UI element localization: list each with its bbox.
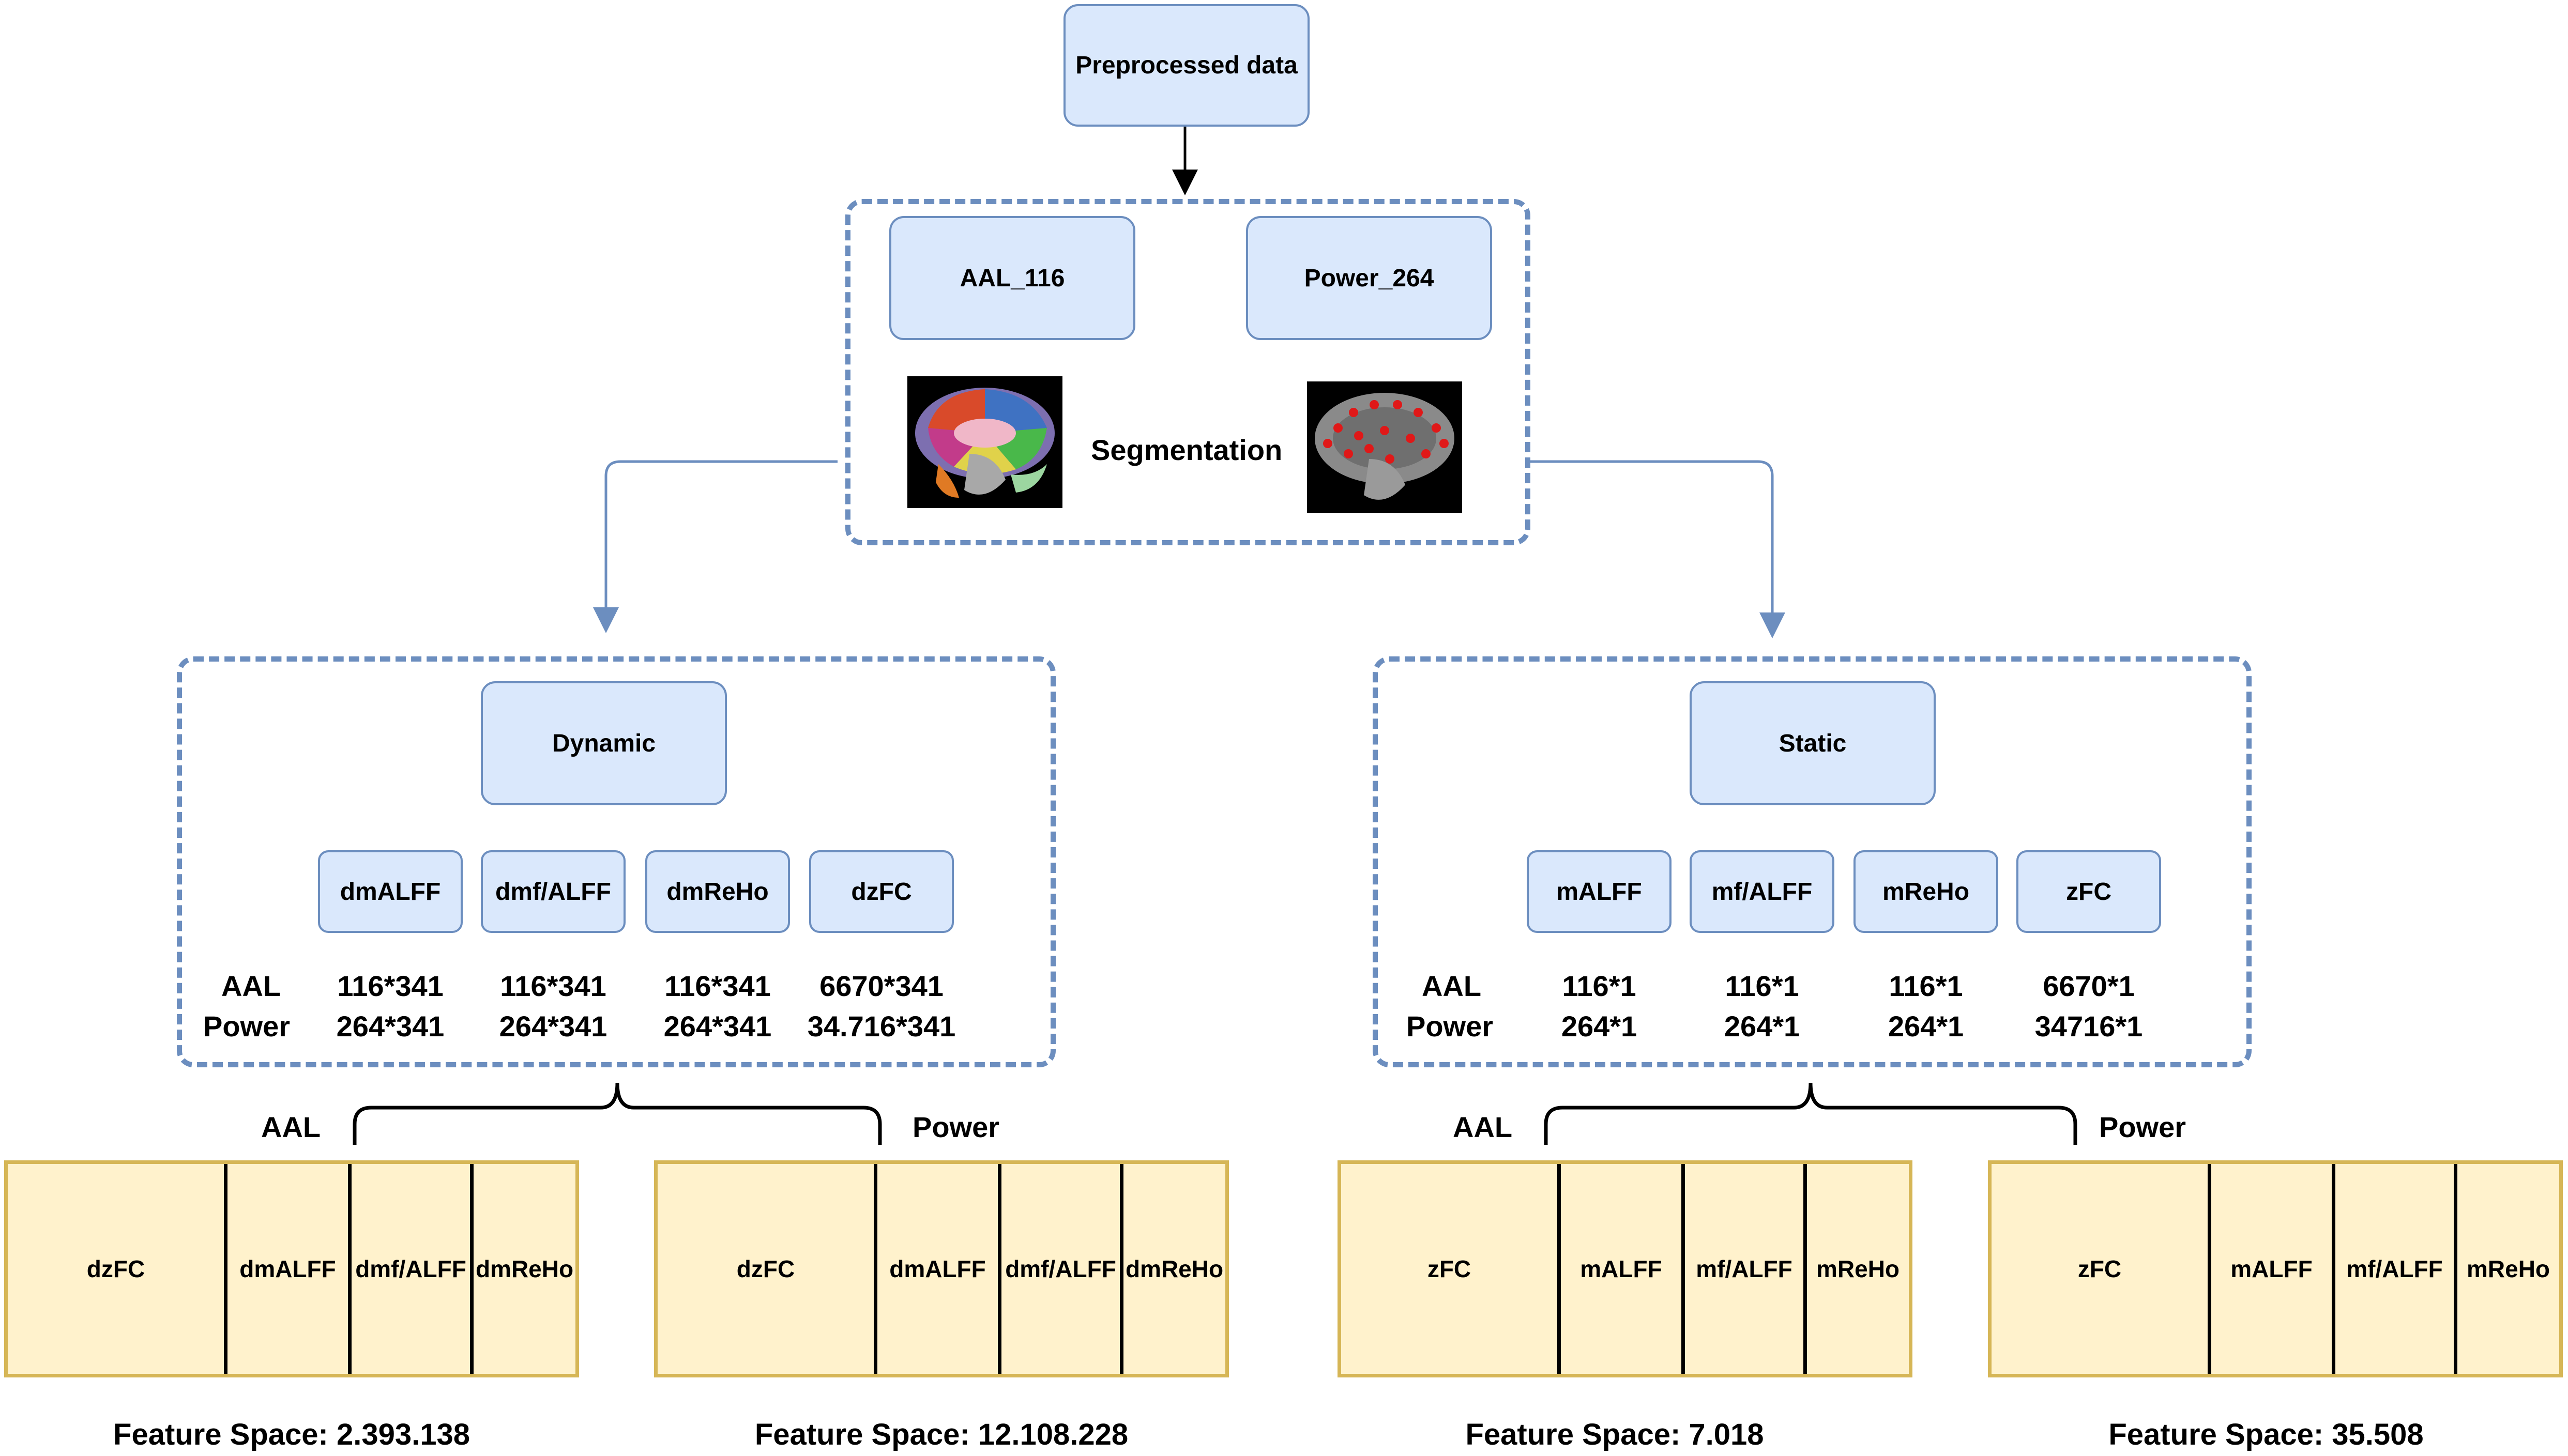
feature-cell: mReHo: [2454, 1164, 2559, 1374]
dynamic-group: [177, 656, 1056, 1067]
dmreho-label: dmReHo: [666, 878, 769, 906]
static-aal-dim: 6670*1: [2043, 970, 2135, 1002]
feature-cell: mf/ALFF: [1681, 1164, 1803, 1374]
dzfc-node: dzFC: [809, 850, 954, 933]
mf-alff-label: mf/ALFF: [1711, 878, 1813, 906]
feature-cell: dmALFF: [874, 1164, 998, 1374]
feature-cell: dzFC: [86, 1255, 145, 1282]
brace-static: [1544, 1082, 2077, 1145]
dynamic-node: Dynamic: [481, 681, 727, 805]
preprocessed-data-label: Preprocessed data: [1075, 52, 1298, 79]
aal-brain-image: [907, 376, 1062, 508]
feature-cell: mALFF: [2208, 1164, 2332, 1374]
power-brain-image: [1307, 381, 1462, 513]
mreho-label: mReHo: [1882, 878, 1970, 906]
aal-116-node: AAL_116: [889, 216, 1135, 340]
feature-cell: dmALFF: [224, 1164, 348, 1374]
feature-cell: zFC: [1427, 1255, 1471, 1282]
atlas-group: [845, 199, 1530, 545]
static-aal-dim: 116*1: [1889, 970, 1963, 1002]
static-aal-row-label: AAL: [1422, 970, 1482, 1002]
preprocessed-data-node: Preprocessed data: [1063, 4, 1310, 127]
feature-cell: dzFC: [736, 1255, 795, 1282]
dynamic-power-row-label: Power: [203, 1010, 291, 1043]
static-aal-dim: 116*1: [1562, 970, 1636, 1002]
dynamic-aal-row-label: AAL: [221, 970, 281, 1002]
dmalff-label: dmALFF: [340, 878, 441, 906]
feature-space-block: dzFC dmALFF dmf/ALFF dmReHo: [4, 1160, 579, 1377]
dmreho-node: dmReHo: [645, 850, 790, 933]
arrow-atlas-to-static: [1530, 460, 1785, 638]
static-power-dim: 34716*1: [2034, 1010, 2143, 1043]
feature-space-block: zFC mALFF mf/ALFF mReHo: [1988, 1160, 2563, 1377]
feature-space-caption: Feature Space: 12.108.228: [754, 1418, 1129, 1451]
dmf-alff-label: dmf/ALFF: [495, 878, 611, 906]
feature-cell: mReHo: [1803, 1164, 1909, 1374]
power-264-node: Power_264: [1246, 216, 1492, 340]
brace-label-dynamic-aal: AAL: [261, 1111, 321, 1143]
feature-cell: dmf/ALFF: [348, 1164, 470, 1374]
static-power-dim: 264*1: [1888, 1010, 1964, 1043]
dynamic-power-dim: 34.716*341: [807, 1010, 956, 1043]
dynamic-aal-dim: 116*341: [664, 970, 771, 1002]
dynamic-power-dim: 264*341: [336, 1010, 445, 1043]
feature-space-caption: Feature Space: 35.508: [2108, 1418, 2424, 1451]
brace-label-static-power: Power: [2099, 1111, 2186, 1143]
dmalff-node: dmALFF: [318, 850, 463, 933]
feature-cell: dmf/ALFF: [998, 1164, 1120, 1374]
dynamic-aal-dim: 116*341: [500, 970, 606, 1002]
feature-space-block: zFC mALFF mf/ALFF mReHo: [1338, 1160, 1912, 1377]
static-power-dim: 264*1: [1561, 1010, 1637, 1043]
feature-cell: zFC: [2077, 1255, 2122, 1282]
dynamic-power-dim: 264*341: [499, 1010, 607, 1043]
feature-space-caption: Feature Space: 2.393.138: [113, 1418, 470, 1451]
static-power-row-label: Power: [1406, 1010, 1494, 1043]
malff-node: mALFF: [1527, 850, 1672, 933]
dmf-alff-node: dmf/ALFF: [481, 850, 626, 933]
malff-label: mALFF: [1556, 878, 1642, 906]
static-node: Static: [1690, 681, 1936, 805]
brace-dynamic: [353, 1082, 882, 1145]
brace-label-dynamic-power: Power: [913, 1111, 1000, 1143]
arrow-atlas-to-dynamic: [593, 460, 838, 633]
mf-alff-node: mf/ALFF: [1690, 850, 1834, 933]
segmentation-label: Segmentation: [1091, 434, 1283, 466]
static-label: Static: [1779, 729, 1847, 757]
static-aal-dim: 116*1: [1725, 970, 1799, 1002]
aal-116-label: AAL_116: [960, 264, 1065, 292]
feature-cell: mf/ALFF: [2332, 1164, 2454, 1374]
brace-label-static-aal: AAL: [1453, 1111, 1513, 1143]
feature-cell: dmReHo: [470, 1164, 575, 1374]
static-group: [1373, 656, 2252, 1067]
dzfc-label: dzFC: [851, 878, 912, 906]
feature-space-caption: Feature Space: 7.018: [1465, 1418, 1764, 1451]
feature-cell: dmReHo: [1120, 1164, 1225, 1374]
dynamic-aal-dim: 116*341: [337, 970, 444, 1002]
mreho-node: mReHo: [1853, 850, 1998, 933]
feature-space-block: dzFC dmALFF dmf/ALFF dmReHo: [654, 1160, 1229, 1377]
power-264-label: Power_264: [1304, 264, 1434, 292]
dynamic-power-dim: 264*341: [663, 1010, 772, 1043]
static-power-dim: 264*1: [1724, 1010, 1800, 1043]
dynamic-aal-dim: 6670*341: [819, 970, 944, 1002]
feature-cell: mALFF: [1557, 1164, 1681, 1374]
dynamic-label: Dynamic: [552, 729, 656, 757]
zfc-label: zFC: [2066, 878, 2111, 906]
zfc-node: zFC: [2016, 850, 2161, 933]
